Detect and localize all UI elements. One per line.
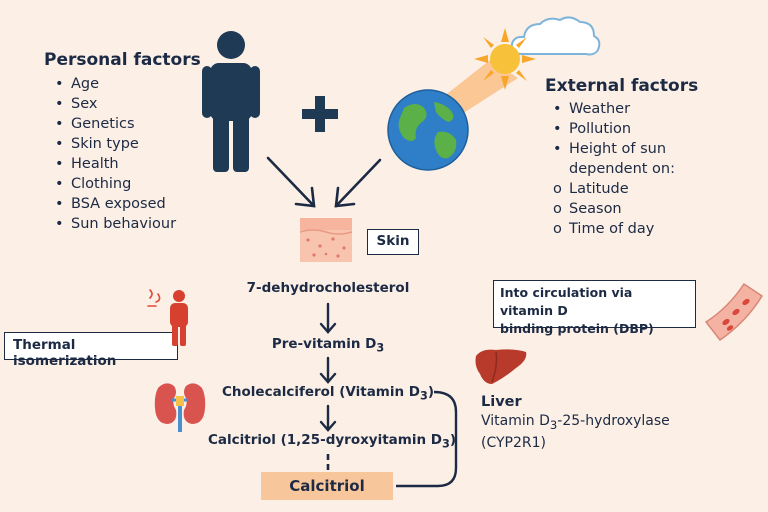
bullet-marker: o [553,201,562,217]
earth-icon [387,89,469,171]
external-factors-title: External factors [545,76,699,96]
bullet-marker: • [55,96,64,112]
personal-factors-title: Personal factors [44,50,201,70]
bullet-marker: • [55,76,64,92]
personal-factor-item-text: Age [71,76,100,92]
down-arrow-2 [319,356,337,384]
hot-person-icon [147,289,188,346]
circulation-label-line1: Into circulation via vitamin D [500,285,633,318]
bullet-marker: • [55,116,64,132]
step-cholecalciferol: Cholecalciferol (Vitamin D3) [222,384,434,403]
external-factor-subitem-text: Latitude [569,181,629,197]
person-icon [202,31,260,172]
external-factor-item-text: dependent on: [569,161,675,177]
external-factor-item: • Weather [553,99,675,119]
personal-factors-list: • Age • Sex • Genetics • Skin type • Health • Cloth… [55,74,176,234]
external-factor-subitem: o Season [553,199,675,219]
blood-vessel-icon [704,282,764,342]
liver-title: Liver [481,394,522,410]
sun-icon [474,28,536,90]
circulation-label: Into circulation via vitamin D binding p… [493,280,696,336]
personal-factor-item-text: Health [71,156,119,172]
personal-factor-item: • Clothing [55,174,176,194]
calcitriol-box: Calcitriol [261,472,393,500]
personal-factor-item-text: Clothing [71,176,132,192]
personal-factor-item: • Skin type [55,134,176,154]
skin-label: Skin [367,229,419,255]
external-factors-list: • Weather • Pollution • Height of sun dependen… [553,99,675,239]
liver-enzyme-prefix: Vitamin D [481,413,550,429]
step-calcitriol-125-text: Calcitriol (1,25-dyroxyitamin D [208,432,443,448]
subscript-3: 3 [549,417,558,432]
bullet-marker: • [553,141,562,157]
bullet-marker: • [55,216,64,232]
paren-close: ) [449,432,457,448]
liver-enzyme-line2: (CYP2R1) [481,434,546,451]
external-factor-item: • Height of sun [553,139,675,159]
liver-enzyme-text: Vitamin D3-25-hydroxylase (CYP2R1) [481,412,670,452]
external-factor-subitem-text: Time of day [569,221,655,237]
personal-factor-item: • Sex [55,94,176,114]
step-pre-vitamin-d3: Pre-vitamin D3 [248,336,408,355]
thermal-isomerization-label: Thermal isomerization [4,332,178,369]
paren-close: ) [427,384,435,400]
external-factor-subitem-text: Season [569,201,622,217]
personal-factor-item-text: Sun behaviour [71,216,177,232]
bullet-marker: • [55,136,64,152]
liver-bracket-line [396,390,458,488]
external-factor-item: dependent on: [553,159,675,179]
external-factor-item: • Pollution [553,119,675,139]
personal-factor-item-text: Sex [71,96,98,112]
cloud-icon [510,16,601,56]
step-calcitriol-125: Calcitriol (1,25-dyroxyitamin D3) [208,432,456,451]
bullet-marker: • [553,101,562,117]
bullet-marker: o [553,181,562,197]
external-factor-item-text: Height of sun [569,141,667,157]
subscript-3: 3 [420,389,428,403]
kidney-icon [154,383,206,432]
external-factor-subitem: o Latitude [553,179,675,199]
personal-factor-item-text: Genetics [71,116,135,132]
subscript-3: 3 [376,341,385,355]
personal-factor-item: • Genetics [55,114,176,134]
liver-enzyme-suffix: -25-hydroxylase [557,413,670,429]
step-pre-vitamin-d3-text: Pre-vitamin D [271,336,377,352]
personal-factor-item-text: Skin type [71,136,139,152]
subscript-3: 3 [442,437,450,451]
personal-factor-item: • Health [55,154,176,174]
skin-icon [300,218,352,262]
circulation-label-line2: binding protein (DBP) [500,321,654,336]
personal-factor-item-text: BSA exposed [71,196,166,212]
personal-factor-item: • BSA exposed [55,194,176,214]
down-arrow-3 [319,404,337,432]
bullet-marker: • [55,196,64,212]
liver-icon [475,349,527,384]
dashed-connector [326,454,330,472]
down-arrow-1 [319,302,337,334]
external-factor-item-text: Pollution [569,121,632,137]
personal-factor-item: • Sun behaviour [55,214,176,234]
plus-icon [302,96,338,132]
bullet-marker: • [55,156,64,172]
step-7-dehydrocholesterol: 7-dehydrocholesterol [246,280,410,296]
bullet-marker: • [553,121,562,137]
external-factor-subitem: o Time of day [553,219,675,239]
step-cholecalciferol-text: Cholecalciferol (Vitamin D [222,384,421,400]
external-factor-item-text: Weather [569,101,631,117]
bullet-marker: • [55,176,64,192]
bullet-marker: o [553,221,562,237]
personal-factor-item: • Age [55,74,176,94]
converging-arrows [266,156,382,208]
liver-enzyme-line1: Vitamin D3-25-hydroxylase [481,412,670,434]
